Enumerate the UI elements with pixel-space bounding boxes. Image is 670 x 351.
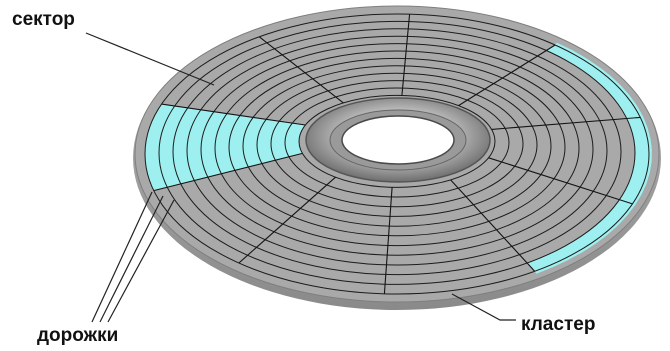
tracks-leader-line-2: [100, 196, 163, 322]
sector-leader-line: [86, 33, 214, 85]
cluster-label: кластер: [521, 315, 595, 334]
tracks-label: дорожки: [37, 326, 118, 345]
tracks-leader-line-3: [108, 200, 174, 322]
center-hole: [342, 116, 454, 164]
sector-label: сектор: [12, 10, 75, 29]
